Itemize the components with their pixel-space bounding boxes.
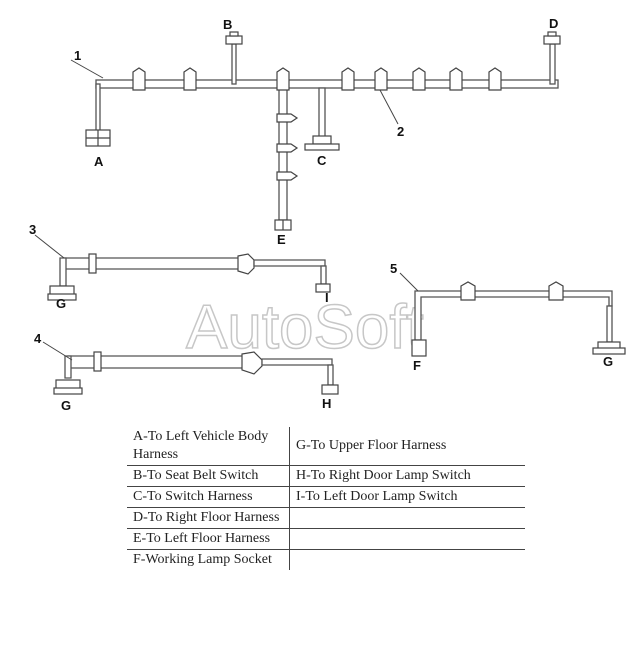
inline-connector <box>374 67 388 91</box>
harness-1 <box>70 31 561 231</box>
inline-connector <box>548 281 564 301</box>
label-h: H <box>322 396 331 411</box>
connector-i <box>315 283 331 293</box>
legend-cell <box>290 550 526 571</box>
watermark: AutoSoft <box>186 293 424 362</box>
legend-cell: F-Working Lamp Socket <box>127 549 290 570</box>
inline-connector <box>341 67 355 91</box>
grommet <box>93 351 102 372</box>
label-g: G <box>56 296 66 311</box>
callout-1: 1 <box>74 48 81 63</box>
legend-cell: I-To Left Door Lamp Switch <box>289 486 525 508</box>
connector-c <box>304 135 340 151</box>
legend-cell: H-To Right Door Lamp Switch <box>289 465 525 487</box>
legend-cell: C-To Switch Harness <box>127 486 290 508</box>
connector-a <box>85 129 111 147</box>
harness-clip <box>276 143 299 153</box>
inline-connector <box>449 67 463 91</box>
connector-f <box>411 339 427 357</box>
label-b: B <box>223 17 232 32</box>
legend-cell: G-To Upper Floor Harness <box>289 427 525 466</box>
legend-row: D-To Right Floor Harness <box>127 507 525 529</box>
legend-cell <box>289 507 525 529</box>
inline-connector <box>183 67 197 91</box>
callout-5: 5 <box>390 261 397 276</box>
label-g: G <box>603 354 613 369</box>
legend-cell: B-To Seat Belt Switch <box>127 465 290 487</box>
label-d: D <box>549 16 558 31</box>
harness-clip <box>276 171 299 181</box>
label-i: I <box>325 290 329 305</box>
grommet <box>88 253 97 274</box>
connector-g2 <box>53 379 83 395</box>
label-g: G <box>61 398 71 413</box>
connector-g3 <box>592 341 626 355</box>
label-f: F <box>413 358 421 373</box>
legend-row: C-To Switch Harness I-To Left Door Lamp … <box>127 486 525 508</box>
grommet <box>237 253 255 275</box>
inline-connector <box>132 67 146 91</box>
harness-5 <box>399 272 626 357</box>
legend-row: B-To Seat Belt Switch H-To Right Door La… <box>127 465 525 487</box>
legend-row: F-Working Lamp Socket <box>127 549 526 571</box>
inline-connector <box>412 67 426 91</box>
callout-4: 4 <box>34 331 42 346</box>
grommet <box>241 351 263 375</box>
label-e: E <box>277 232 286 247</box>
legend-cell: E-To Left Floor Harness <box>127 528 290 550</box>
label-c: C <box>317 153 327 168</box>
harness-4 <box>42 341 339 395</box>
callout-3: 3 <box>29 222 36 237</box>
inline-connector <box>460 281 476 301</box>
inline-connector <box>488 67 502 91</box>
harness-3 <box>34 234 331 301</box>
legend-cell <box>289 528 525 550</box>
legend-cell: D-To Right Floor Harness <box>127 507 290 529</box>
connector-b <box>225 31 243 45</box>
label-a: A <box>94 154 104 169</box>
connector-e <box>274 219 292 231</box>
legend-row: A-To Left Vehicle Body Harness G-To Uppe… <box>127 427 525 466</box>
connector-g1 <box>47 285 77 301</box>
connector-d <box>543 31 561 45</box>
callout-2: 2 <box>397 124 404 139</box>
legend-row: E-To Left Floor Harness <box>127 528 525 550</box>
inline-connector <box>276 67 290 91</box>
legend-table: A-To Left Vehicle Body Harness G-To Uppe… <box>127 427 525 570</box>
connector-h <box>321 384 339 395</box>
legend-cell: A-To Left Vehicle Body Harness <box>127 427 290 466</box>
harness-clip <box>276 113 299 123</box>
wiring-harness-diagram: AutoSoft <box>29 16 626 413</box>
